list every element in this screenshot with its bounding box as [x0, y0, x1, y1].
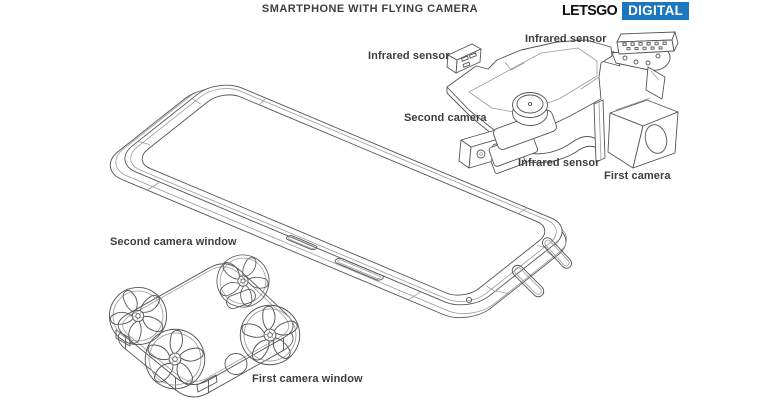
logo-digital-badge: DIGITAL: [622, 2, 690, 20]
drone-illustration: [98, 248, 305, 397]
logo-letsgo-text: LETSGO: [562, 2, 618, 19]
page-title: SMARTPHONE WITH FLYING CAMERA: [261, 3, 479, 15]
label-first-camera: First camera: [604, 170, 671, 182]
second-camera-window-dot: [226, 289, 256, 309]
first-camera-illustration: [593, 97, 679, 169]
label-second-camera: Second camera: [404, 112, 487, 124]
second-camera-lens: [516, 94, 544, 114]
infrared-sensor-top-illustration: [616, 31, 679, 55]
letsgo-digital-logo: LETSGO DIGITAL: [562, 2, 690, 20]
label-infrared-sensor-top: Infrared sensor: [525, 33, 607, 45]
label-first-camera-window: First camera window: [252, 373, 363, 385]
second-camera-illustration: [488, 92, 557, 174]
infrared-sensor-left-illustration: [446, 43, 482, 74]
label-infrared-sensor-bottom: Infrared sensor: [518, 157, 600, 169]
first-camera-lens: [644, 124, 668, 154]
phone-screen: [133, 90, 554, 301]
drone-dock-slots: [465, 237, 572, 304]
speaker-slots: [283, 235, 387, 281]
flying-camera-module-illustration: [446, 31, 679, 174]
label-infrared-sensor-left: Infrared sensor: [368, 50, 450, 62]
label-second-camera-window: Second camera window: [110, 236, 237, 248]
first-camera-window-dot: [224, 353, 248, 375]
